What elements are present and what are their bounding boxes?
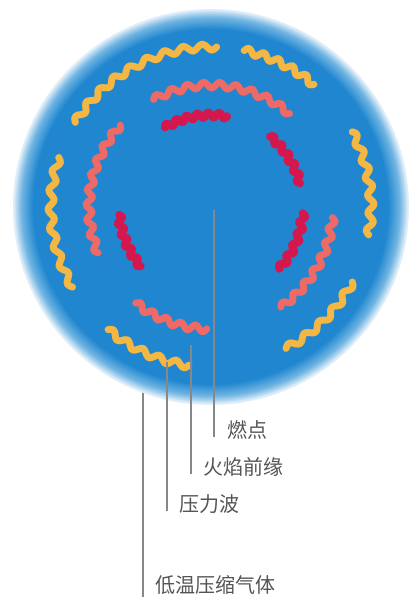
flame-front-segment xyxy=(150,78,293,118)
pressure-wave-segment xyxy=(282,278,357,352)
ignition-segment xyxy=(114,211,145,271)
flame-front-segment xyxy=(132,299,211,336)
pressure-wave-segment xyxy=(122,40,221,75)
pressure-wave-segment xyxy=(71,67,130,126)
pressure-wave-segment xyxy=(44,154,76,291)
ignition-segment xyxy=(275,209,309,273)
pressure-wave-label: 压力波 xyxy=(179,492,239,516)
ignition-label: 燃点 xyxy=(227,418,267,442)
leader-lines xyxy=(142,210,215,597)
pressure-wave-segment xyxy=(348,128,378,239)
pressure-wave-segment xyxy=(104,325,193,372)
flame-front-segment xyxy=(82,121,125,257)
ignition-ring xyxy=(114,108,309,273)
pressure-wave-segment xyxy=(240,44,318,89)
ignition-segment xyxy=(266,132,304,188)
combustion-chamber xyxy=(13,9,409,405)
flame-front-ring xyxy=(82,78,339,336)
flame-front-segment xyxy=(277,214,339,311)
pressure-wave-ring xyxy=(44,40,378,372)
ignition-segment xyxy=(161,108,231,132)
unburned-gas-label: 低温压缩气体 xyxy=(155,573,275,597)
flame-front-label: 火焰前缘 xyxy=(203,455,283,479)
